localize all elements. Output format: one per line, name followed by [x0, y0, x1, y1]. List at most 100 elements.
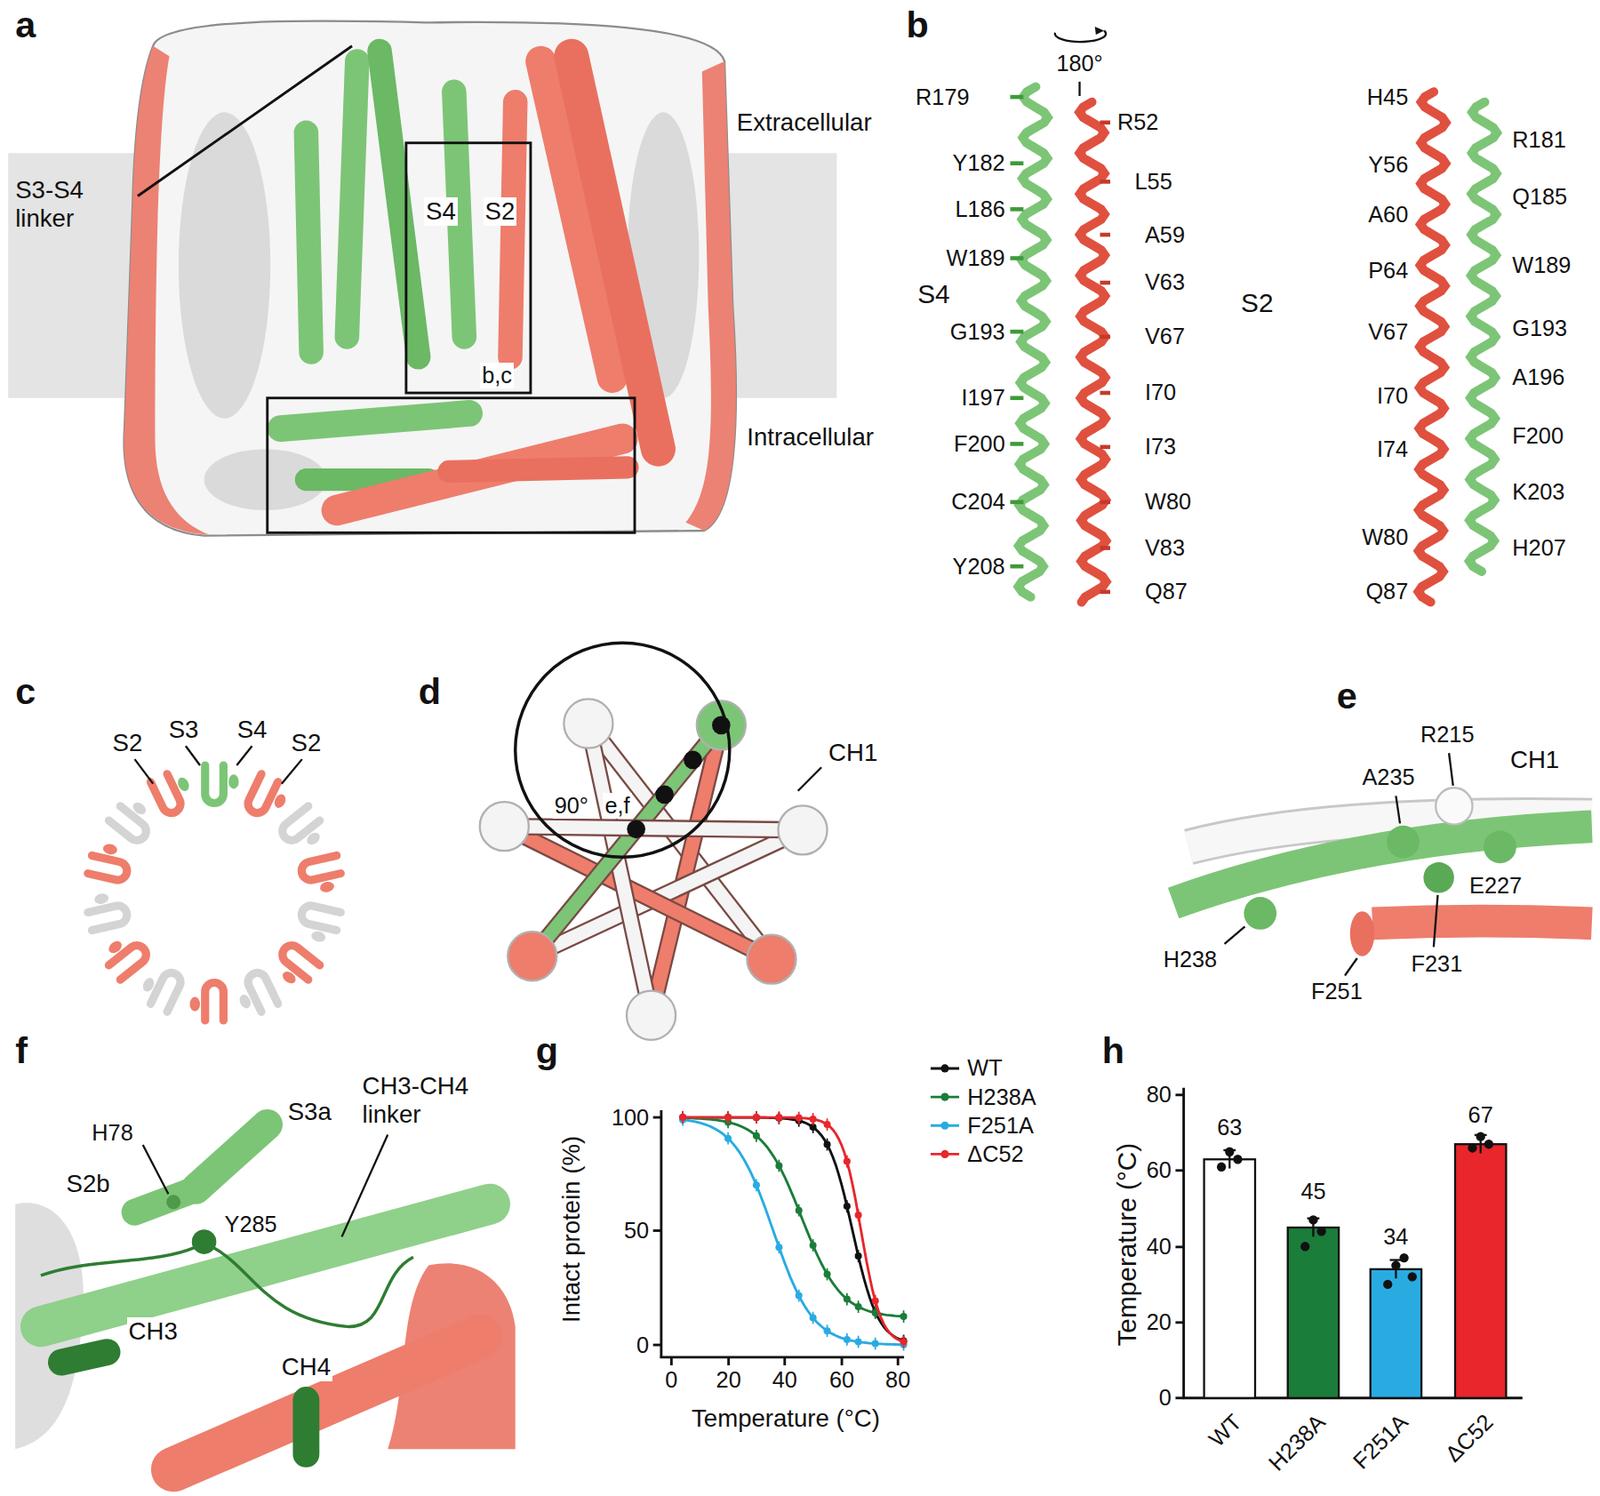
- residue-blobs: [1243, 787, 1517, 956]
- data-point: [795, 1114, 803, 1122]
- residue-label: W189: [946, 245, 1006, 272]
- side-chain: [1100, 590, 1111, 595]
- axis-tick: 0: [664, 1367, 678, 1393]
- marker-dot: [712, 716, 731, 736]
- category-label: F251A: [1348, 1408, 1414, 1474]
- data-point: [855, 1338, 863, 1346]
- helix-label: S2b: [66, 1169, 111, 1199]
- bar: [1455, 1144, 1506, 1399]
- axis-tick: 40: [772, 1367, 798, 1393]
- side-chain: [1100, 280, 1111, 286]
- residue-label: V67: [1368, 319, 1408, 345]
- residue-label: Y56: [1368, 152, 1408, 178]
- fit-curve: [682, 1117, 904, 1343]
- helix-tube: [1173, 826, 1592, 904]
- annotation: e,f: [602, 792, 632, 819]
- panel-letter: h: [1102, 1030, 1125, 1072]
- helix-pair: [88, 840, 133, 882]
- panel-letter: d: [418, 671, 441, 713]
- data-point: [855, 1211, 863, 1219]
- value-label: 34: [1383, 1224, 1408, 1250]
- value-label: 45: [1300, 1178, 1326, 1205]
- helix-hairpin: [150, 969, 184, 1012]
- data-point: [795, 1207, 803, 1215]
- domain-surface: [507, 931, 557, 981]
- residue-label: Y285: [224, 1211, 278, 1238]
- leader-line: [236, 745, 252, 766]
- panel-letter: g: [536, 1030, 559, 1072]
- helix-label: CH1: [1510, 745, 1560, 775]
- helix-end: [93, 892, 110, 906]
- category-label: WT: [1203, 1408, 1247, 1452]
- helix-end: [130, 800, 149, 817]
- marker-dot: [626, 819, 646, 839]
- residue-label: V67: [1144, 323, 1185, 350]
- side-chain: [1009, 160, 1024, 166]
- leader-line: [185, 745, 200, 766]
- helix-pair: [231, 969, 279, 1019]
- helix-cylinders: [40, 1124, 490, 1470]
- helix-hairpin: [88, 904, 129, 931]
- axis-tick: 60: [829, 1367, 855, 1393]
- side-chain: [1009, 564, 1024, 569]
- helix-pair: [136, 963, 184, 1013]
- side-chain: [1100, 545, 1111, 551]
- side-chain: [1009, 256, 1024, 261]
- residue-label: I70: [1144, 379, 1176, 406]
- marker-dot: [683, 751, 703, 770]
- protein-surface: [124, 20, 736, 536]
- data-point: [679, 1113, 687, 1121]
- helix-hairpin: [88, 855, 129, 882]
- helix-tube: [1372, 920, 1592, 924]
- bar: [1370, 1269, 1422, 1399]
- axis-title: Intact protein (%): [557, 1136, 586, 1323]
- residue-label: W189: [1512, 252, 1571, 279]
- annotation: 180°: [1056, 50, 1103, 77]
- side-chain: [1009, 441, 1024, 447]
- axis-tick: 40: [1146, 1233, 1172, 1260]
- legend-label: H238A: [967, 1084, 1036, 1111]
- data-point: [824, 1141, 832, 1149]
- axis-tick: 80: [1146, 1081, 1172, 1108]
- data-point: [843, 1296, 851, 1304]
- data-point: [775, 1113, 783, 1121]
- helix-label: CH3: [127, 1317, 180, 1346]
- side-chain: [1100, 232, 1111, 238]
- helix-hairpin: [299, 904, 341, 931]
- panel-letter: b: [905, 4, 928, 47]
- data-point: [843, 1158, 851, 1166]
- rotation-arrowhead: [1095, 26, 1104, 35]
- annotation: Intracellular: [746, 423, 874, 452]
- helix-hairpin: [205, 765, 224, 803]
- helix-tube: [532, 725, 722, 957]
- annotation: b,c: [480, 362, 514, 389]
- side-chain: [1009, 500, 1024, 505]
- panel-letter: a: [15, 4, 36, 47]
- axis-tick: 20: [716, 1367, 742, 1393]
- helix-end: [280, 968, 298, 986]
- legend-label: WT: [967, 1055, 1002, 1081]
- side-chain: [1100, 500, 1111, 505]
- helix-cylinders: [280, 50, 659, 511]
- residue-label: L186: [955, 196, 1006, 223]
- helix-pair: [279, 806, 330, 856]
- inset-box: [406, 143, 531, 393]
- residue-label: A59: [1144, 222, 1185, 248]
- annotation: 90°: [552, 792, 591, 819]
- domain-surface: [480, 801, 529, 851]
- residue-blob: [192, 1229, 217, 1255]
- data-point: [809, 1314, 817, 1322]
- residue-label: A196: [1512, 364, 1565, 391]
- helix-hairpin: [299, 855, 341, 882]
- legend-label: F251A: [967, 1112, 1034, 1139]
- data-point: [1476, 1132, 1486, 1142]
- helix-end: [304, 830, 323, 848]
- data-point: [724, 1135, 732, 1143]
- data-point: [824, 1271, 832, 1279]
- helix-pair: [84, 888, 129, 930]
- helix-hairpin: [245, 774, 279, 816]
- category-label: ΔC52: [1440, 1408, 1498, 1467]
- data-point: [724, 1113, 732, 1121]
- side-chain: [1009, 329, 1024, 335]
- leader-line: [1224, 752, 1454, 976]
